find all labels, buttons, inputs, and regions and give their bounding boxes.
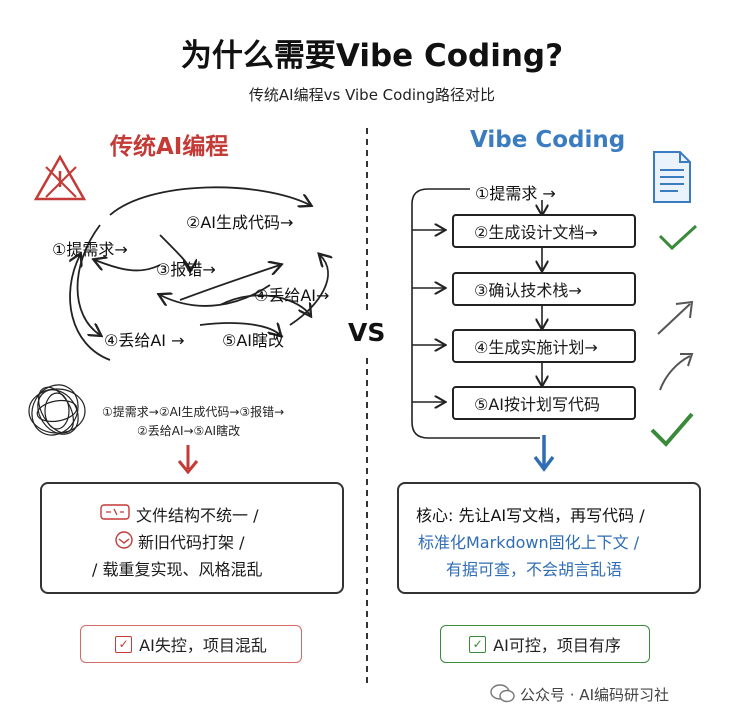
left-node-send-ai-right: ④丢给AI→ bbox=[254, 286, 330, 305]
right-check-icon: ✓ bbox=[469, 635, 487, 653]
chaotic-loop-arrows bbox=[40, 186, 370, 361]
left-node-send-ai: ④丢给AI → bbox=[104, 331, 185, 350]
page-title: 为什么需要Vibe Coding? bbox=[180, 38, 564, 74]
trend-arrow-icon bbox=[657, 300, 694, 335]
left-result-badge: ✓ AI失控，项目混乱 bbox=[80, 625, 302, 663]
flow-connectors bbox=[411, 188, 650, 439]
left-summary-line2: ②丢给AI→⑤AI瞎改 bbox=[137, 424, 241, 438]
left-summary-line1: ①提需求→②AI生成代码→③报错→ bbox=[102, 405, 285, 419]
right-badge-label: AI可控，项目有序 bbox=[493, 636, 621, 655]
scribble-icon bbox=[28, 384, 86, 436]
left-problem-panel bbox=[40, 482, 344, 594]
wechat-icon bbox=[490, 684, 515, 703]
right-step-tech-stack: ③确认技术栈→ bbox=[452, 272, 636, 306]
footer-watermark: 公众号 · AI编码研习社 bbox=[520, 686, 669, 704]
warning-icon bbox=[33, 154, 87, 201]
right-panel-line3: 有据可查，不会胡言乱语 bbox=[446, 560, 623, 579]
right-step-request: ①提需求 → bbox=[475, 184, 556, 203]
right-step-plan: ④生成实施计划→ bbox=[452, 329, 636, 363]
vs-label: VS bbox=[348, 318, 386, 347]
curve-arrow-icon bbox=[659, 353, 694, 391]
left-panel-line2: 新旧代码打架 / bbox=[138, 533, 245, 552]
left-panel-line3: / 载重复实现、风格混乱 bbox=[92, 560, 263, 579]
left-check-icon: ✓ bbox=[115, 635, 133, 653]
check-mark-small-icon bbox=[658, 224, 698, 251]
check-mark-large-icon bbox=[650, 412, 694, 447]
page-subtitle: 传统AI编程vs Vibe Coding路径对比 bbox=[248, 86, 496, 104]
red-down-arrow-icon bbox=[177, 445, 199, 475]
right-result-badge: ✓ AI可控，项目有序 bbox=[440, 625, 650, 663]
right-column-title: Vibe Coding bbox=[470, 127, 626, 153]
left-node-generate: ②AI生成代码→ bbox=[186, 213, 294, 232]
center-divider bbox=[366, 128, 368, 688]
right-step-design-doc: ②生成设计文档→ bbox=[452, 214, 636, 248]
folder-mess-icon bbox=[100, 504, 130, 520]
left-column-title: 传统AI编程 bbox=[110, 134, 229, 160]
conflict-icon bbox=[115, 531, 133, 549]
right-core-panel bbox=[397, 482, 701, 594]
left-node-error: ③报错→ bbox=[156, 260, 216, 279]
left-node-ai-mess: ⑤AI瞎改 bbox=[222, 331, 285, 350]
left-node-request: ①提需求→ bbox=[52, 240, 128, 259]
blue-down-arrow-icon bbox=[533, 435, 555, 472]
document-icon bbox=[653, 151, 691, 203]
right-panel-line1: 核心: 先让AI写文档，再写代码 / bbox=[416, 506, 645, 525]
left-badge-label: AI失控，项目混乱 bbox=[139, 636, 267, 655]
left-panel-line1: 文件结构不统一 / bbox=[136, 506, 259, 525]
right-panel-line2: 标准化Markdown固化上下文 / bbox=[418, 533, 640, 552]
right-step-write-code: ⑤AI按计划写代码 bbox=[452, 386, 636, 420]
